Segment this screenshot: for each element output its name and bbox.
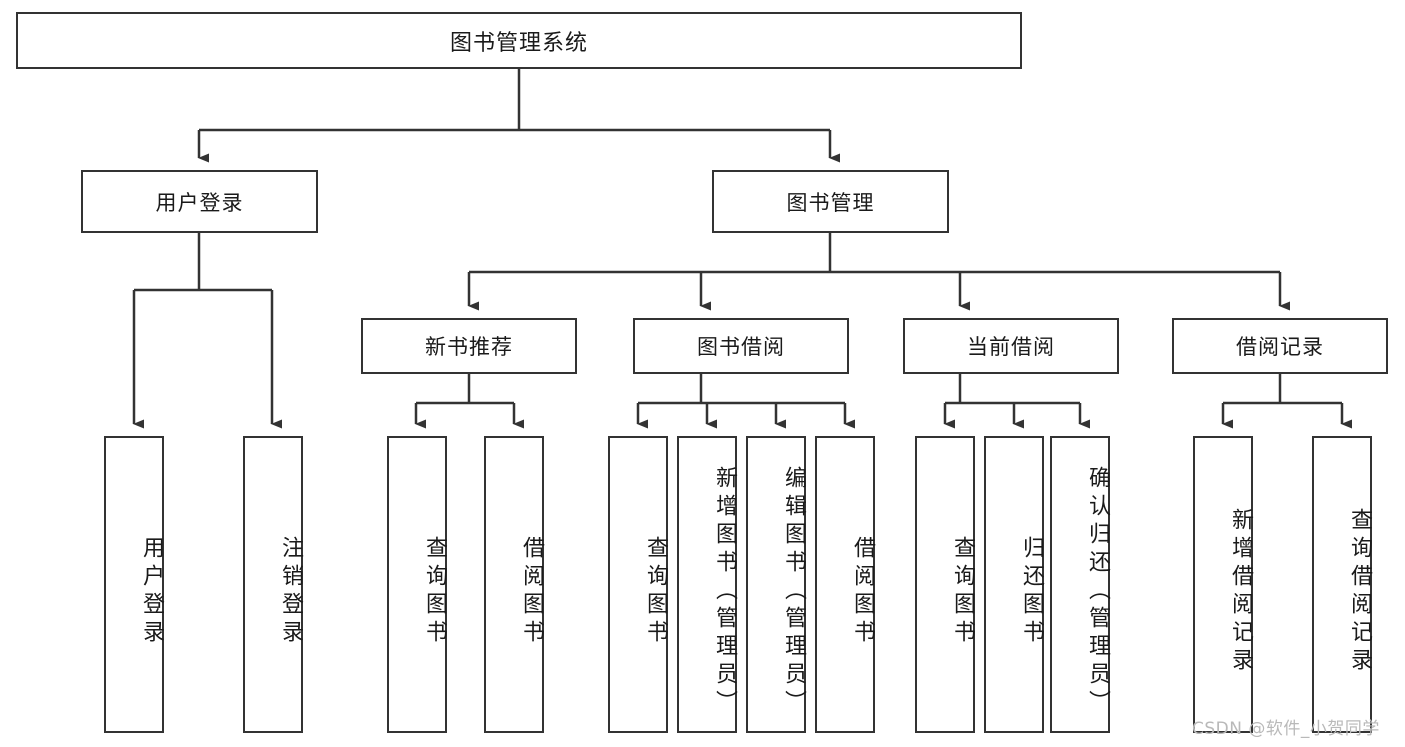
- node-label: 用户登录: [155, 190, 244, 215]
- leaf-query-book-recommend[interactable]: 查询图书: [387, 436, 447, 733]
- node-label: 查询图书: [422, 535, 447, 648]
- leaf-add-book-admin[interactable]: 新增图书（管理员）: [677, 436, 737, 733]
- node-root-library-system[interactable]: 图书管理系统: [16, 12, 1022, 69]
- leaf-query-book-current[interactable]: 查询图书: [915, 436, 975, 733]
- node-label: 查询借阅记录: [1347, 507, 1372, 676]
- node-book-management[interactable]: 图书管理: [712, 170, 949, 233]
- node-label: 当前借阅: [967, 335, 1055, 359]
- leaf-query-book-borrow[interactable]: 查询图书: [608, 436, 668, 733]
- node-label: 查询图书: [643, 535, 668, 648]
- leaf-borrow-book-recommend[interactable]: 借阅图书: [484, 436, 544, 733]
- leaf-borrow-book[interactable]: 借阅图书: [815, 436, 875, 733]
- node-label: 借阅图书: [850, 535, 875, 648]
- leaf-user-login[interactable]: 用户登录: [104, 436, 164, 733]
- csdn-watermark: CSDN @软件_小贺同学: [1192, 719, 1380, 739]
- leaf-logout[interactable]: 注销登录: [243, 436, 303, 733]
- node-label: 注销登录: [278, 535, 303, 648]
- node-label: 新书推荐: [425, 335, 513, 359]
- node-label: 新增借阅记录: [1228, 507, 1253, 676]
- node-book-borrow[interactable]: 图书借阅: [633, 318, 849, 374]
- node-label: 图书借阅: [697, 335, 785, 359]
- node-current-borrow[interactable]: 当前借阅: [903, 318, 1119, 374]
- node-borrow-record[interactable]: 借阅记录: [1172, 318, 1388, 374]
- node-label: 新增图书（管理员）: [712, 465, 737, 718]
- node-label: 用户登录: [139, 535, 164, 648]
- leaf-edit-book-admin[interactable]: 编辑图书（管理员）: [746, 436, 806, 733]
- leaf-return-book[interactable]: 归还图书: [984, 436, 1044, 733]
- leaf-add-borrow-record[interactable]: 新增借阅记录: [1193, 436, 1253, 733]
- node-label: 图书管理系统: [449, 30, 588, 56]
- node-label: 借阅图书: [519, 535, 544, 648]
- node-new-book-recommend[interactable]: 新书推荐: [361, 318, 577, 374]
- node-label: 归还图书: [1019, 535, 1044, 648]
- leaf-confirm-return-admin[interactable]: 确认归还（管理员）: [1050, 436, 1110, 733]
- leaf-query-borrow-record[interactable]: 查询借阅记录: [1312, 436, 1372, 733]
- node-label: 确认归还（管理员）: [1085, 465, 1110, 718]
- node-label: 图书管理: [786, 190, 875, 215]
- node-user-login[interactable]: 用户登录: [81, 170, 318, 233]
- node-label: 查询图书: [950, 535, 975, 648]
- node-label: 借阅记录: [1236, 335, 1324, 359]
- node-label: 编辑图书（管理员）: [781, 465, 806, 718]
